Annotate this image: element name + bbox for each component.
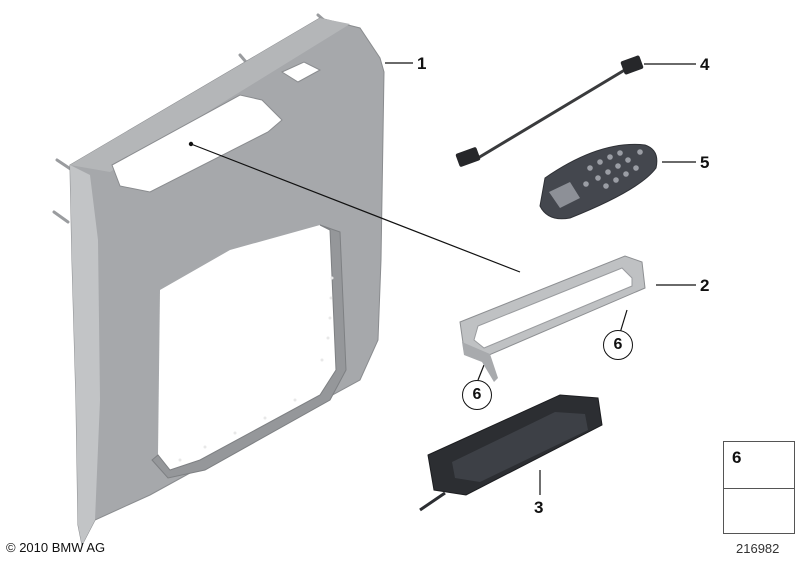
callout-2[interactable]: 2 [700,276,710,295]
legend-box: 6 [723,441,795,534]
callout-6-circle-b[interactable]: 6 [462,380,492,410]
part-1-trim-panel[interactable] [52,13,385,547]
legend-screw-cell: 6 [724,442,794,489]
callout-5[interactable]: 5 [700,153,710,172]
part-3-tray[interactable] [419,394,603,512]
legend-item-number: 6 [732,448,742,467]
part-2-frame[interactable] [459,255,646,382]
part-5-handset[interactable] [539,143,658,220]
callout-1[interactable]: 1 [417,54,427,73]
part-4-cable[interactable] [455,55,644,167]
callout-6-circle-a[interactable]: 6 [603,330,633,360]
callout-3[interactable]: 3 [534,498,544,517]
diagram-number: 216982 [736,541,780,556]
callout-4[interactable]: 4 [700,55,710,74]
copyright: © 2010 BMW AG [6,540,106,555]
